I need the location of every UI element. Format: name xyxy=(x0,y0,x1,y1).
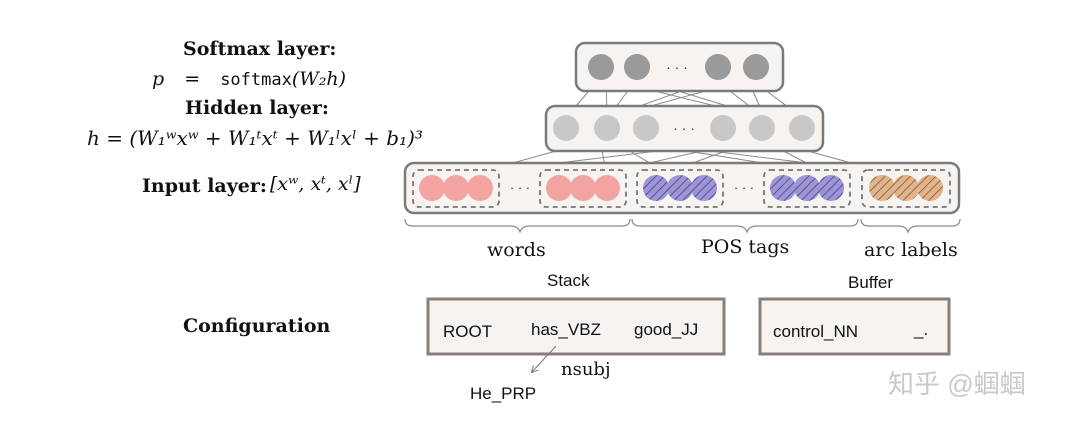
pos-node xyxy=(643,175,669,201)
pos-group-box xyxy=(763,169,851,208)
word-node xyxy=(594,175,620,201)
words-brace xyxy=(404,218,631,234)
pos-node xyxy=(818,175,844,201)
pos-group-label: POS tags xyxy=(701,236,790,258)
arc-group-box xyxy=(861,169,951,208)
pos-group-box xyxy=(636,169,724,208)
buffer-box xyxy=(758,297,951,356)
hidden-layer-title: Hidden layer: xyxy=(185,97,329,119)
word-group-box xyxy=(539,169,627,208)
stack-item: ROOT xyxy=(443,322,493,341)
word-ellipsis: · · · xyxy=(510,180,530,195)
hidden-node xyxy=(553,115,579,141)
stack-item: good_JJ xyxy=(634,320,699,339)
word-node xyxy=(570,175,596,201)
dependency-arrow xyxy=(532,345,557,372)
dependent-word: He_PRP xyxy=(470,384,537,403)
stack-box xyxy=(426,297,726,356)
arc-group-label: arc labels xyxy=(864,239,958,261)
word-group-box xyxy=(412,169,500,208)
pos-ellipsis: · · · xyxy=(734,180,754,195)
pos-brace xyxy=(631,218,859,234)
word-node xyxy=(546,175,572,201)
hidden-node xyxy=(710,115,736,141)
softmax-ellipsis: · · · xyxy=(666,59,688,75)
stack-item: has_VBZ xyxy=(531,320,601,339)
softmax-layer-box xyxy=(574,41,785,93)
softmax-eq-equals: = xyxy=(184,68,201,90)
hidden-layer-formula: h = (W₁ʷxʷ + W₁ᵗxᵗ + W₁ˡxˡ + b₁)³ xyxy=(87,126,423,150)
hidden-ellipsis: · · · xyxy=(673,120,695,136)
arc-node xyxy=(869,175,895,201)
pos-node xyxy=(770,175,796,201)
softmax-node xyxy=(743,54,769,80)
hidden-node xyxy=(594,115,620,141)
word-node xyxy=(443,175,469,201)
buffer-item: control_NN xyxy=(773,322,859,341)
hidden-node xyxy=(633,115,659,141)
softmax-node xyxy=(624,54,650,80)
softmax-eq-arg: (W₂h) xyxy=(291,68,347,90)
softmax-eq-fn: softmax xyxy=(220,70,292,90)
arc-brace xyxy=(860,218,961,234)
buffer-title: Buffer xyxy=(848,273,894,292)
word-node xyxy=(467,175,493,201)
watermark: 知乎 @蝈蝈 xyxy=(888,369,1026,399)
softmax-eq-lhs: p xyxy=(152,68,165,90)
hidden-node xyxy=(749,115,775,141)
pos-node xyxy=(794,175,820,201)
softmax-node xyxy=(588,54,614,80)
word-node xyxy=(419,175,445,201)
input-layer-formula: [xʷ, xᵗ, xˡ] xyxy=(270,173,361,195)
softmax-layer-title: Softmax layer: xyxy=(183,38,337,60)
hidden-node xyxy=(789,115,815,141)
pos-node xyxy=(667,175,693,201)
arc-node xyxy=(893,175,919,201)
configuration-title: Configuration xyxy=(183,315,331,337)
input-layer-title: Input layer: xyxy=(142,175,267,197)
stack-title: Stack xyxy=(547,271,590,290)
arc-label-nsubj: nsubj xyxy=(561,359,611,380)
softmax-node xyxy=(705,54,731,80)
buffer-item: _. xyxy=(914,320,929,339)
group-braces xyxy=(404,218,961,234)
hidden-layer-box xyxy=(544,104,825,153)
pos-node xyxy=(691,175,717,201)
softmax-equation: p = softmax(W₂h) xyxy=(152,68,346,90)
arc-node xyxy=(917,175,943,201)
words-group-label: words xyxy=(487,239,546,261)
